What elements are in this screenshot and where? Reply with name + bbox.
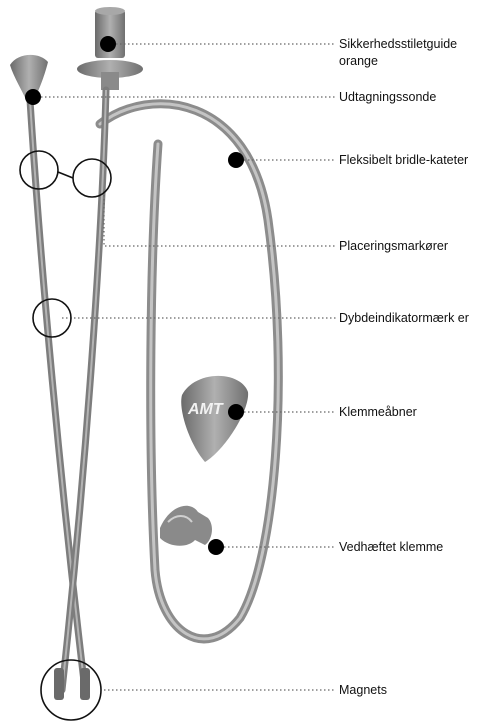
flexible-bridle-catheter [95, 99, 283, 644]
stylet-guide-dot [100, 36, 116, 52]
label-depth-indicator: Dybdeindikatormærk er [339, 311, 469, 325]
label-flexible-catheter: Fleksibelt bridle-kateter [339, 153, 469, 167]
magnets-ring [40, 659, 102, 721]
magnet-tips [54, 668, 90, 700]
highlight-rings [19, 150, 112, 721]
callout-dots [25, 36, 244, 555]
label-attached-clip: Vedhæftet klemme [339, 540, 444, 554]
label-stylet-guide-line1: Sikkerhedsstiletguide [339, 37, 458, 51]
label-retrieval-probe: Udtagningssonde [339, 90, 437, 104]
label-clip-opener: Klemmeåbner [339, 405, 417, 419]
depth-indicator-ring [32, 298, 72, 338]
callout-leaders [33, 43, 336, 691]
label-stylet-guide: Sikkerhedsstiletguide orange [339, 36, 457, 70]
attached-clip-dot [208, 539, 224, 555]
catheter-dot [228, 152, 244, 168]
placement-marker-ring-left [19, 150, 59, 190]
retrieval-probe-dot [25, 89, 41, 105]
clip-opener-dot [228, 404, 244, 420]
amt-logo: AMT [187, 401, 224, 418]
label-magnets: Magnets [339, 683, 387, 697]
label-placement-markers: Placeringsmarkører [339, 239, 449, 253]
label-stylet-guide-line2: orange [339, 54, 378, 68]
retrieval-probe [10, 54, 89, 694]
attached-clip [160, 505, 212, 546]
clip-opener: AMT [181, 375, 249, 462]
